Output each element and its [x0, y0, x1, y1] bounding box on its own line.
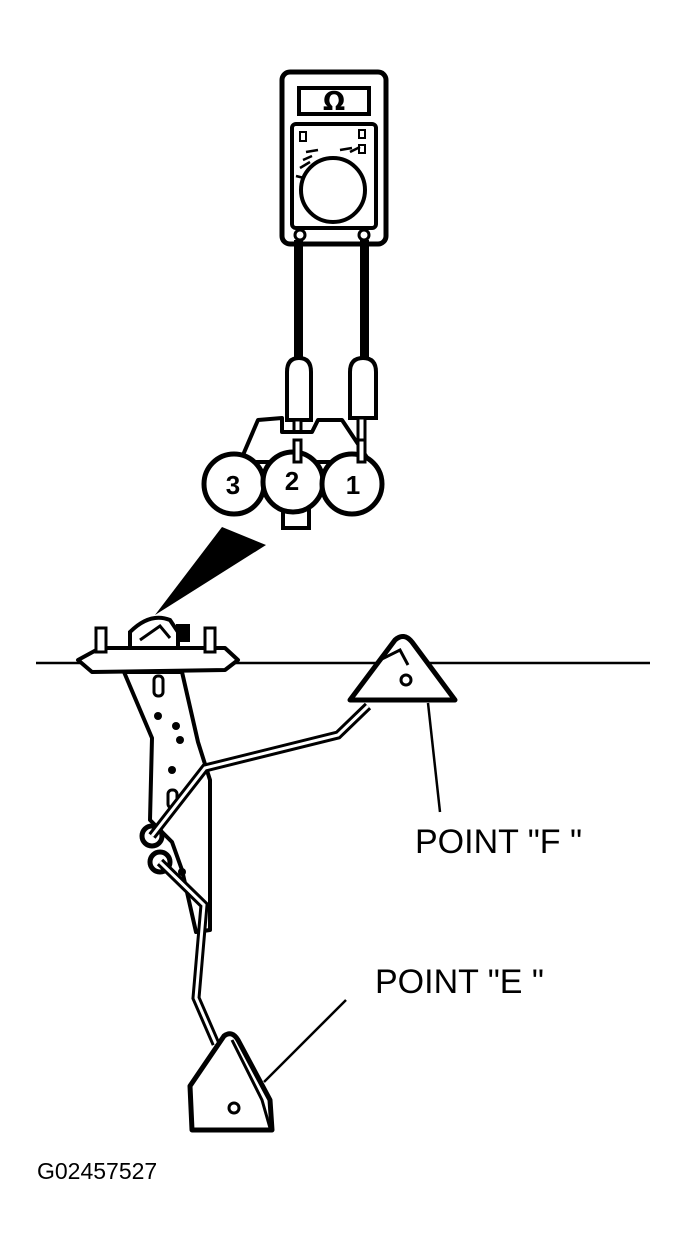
bracket-hole	[172, 722, 180, 730]
float-arm-position-f	[148, 702, 372, 839]
flange-fitting	[128, 615, 180, 650]
float-position-f	[347, 634, 458, 703]
flange-fitting-nozzle	[176, 624, 190, 642]
pivot-rivet	[178, 868, 186, 876]
float-position-e	[187, 1031, 275, 1133]
ohmmeter-display	[297, 86, 371, 116]
dial-tick-marks	[295, 145, 361, 180]
float-position-e-edge	[230, 1039, 272, 1129]
detail-zoom-wedge	[155, 527, 266, 615]
fuel-sender-unit	[76, 615, 240, 934]
ohmmeter-jack-right	[357, 228, 371, 242]
test-lead-wire-right	[360, 240, 369, 365]
range-mark-icon	[299, 131, 307, 142]
bracket-hole	[154, 712, 162, 720]
flange-fitting-detail	[139, 623, 172, 642]
ohmmeter-selector-dial	[299, 156, 367, 224]
probe-tip-contact-left	[292, 438, 303, 464]
pin-label-2: 2	[285, 466, 299, 496]
pin-label-3: 3	[226, 470, 240, 500]
test-probe-right	[348, 355, 378, 420]
float-arm-position-e	[156, 858, 221, 1046]
range-mark-icon	[358, 129, 366, 139]
flange-stud	[203, 626, 217, 654]
callout-point-f: POINT "F "	[415, 823, 583, 861]
bracket-hole	[168, 766, 176, 774]
leader-line-point-f	[426, 702, 442, 813]
probe-tip-contact-right	[356, 438, 367, 464]
test-probe-left	[285, 355, 313, 422]
ohm-symbol: Ω	[323, 87, 345, 117]
bracket-hole	[176, 736, 184, 744]
connector-pin-1	[319, 451, 385, 517]
figure-id: G02457527	[37, 1158, 158, 1184]
pin-label-1: 1	[346, 470, 360, 500]
test-lead-wire-left	[294, 240, 303, 365]
float-position-f-edge	[379, 648, 410, 666]
leader-line-point-e	[263, 999, 347, 1083]
callout-point-e: POINT "E "	[375, 963, 544, 1001]
float-position-f-hole	[399, 673, 413, 687]
flange-stud	[94, 626, 108, 654]
ohmmeter: Ω	[279, 69, 389, 247]
sender-connector: 3 2 1	[201, 416, 385, 530]
bracket-slot	[152, 674, 165, 698]
range-mark-icon	[358, 144, 366, 154]
float-position-e-hole	[227, 1101, 241, 1115]
ohmmeter-jack-left	[293, 228, 307, 242]
